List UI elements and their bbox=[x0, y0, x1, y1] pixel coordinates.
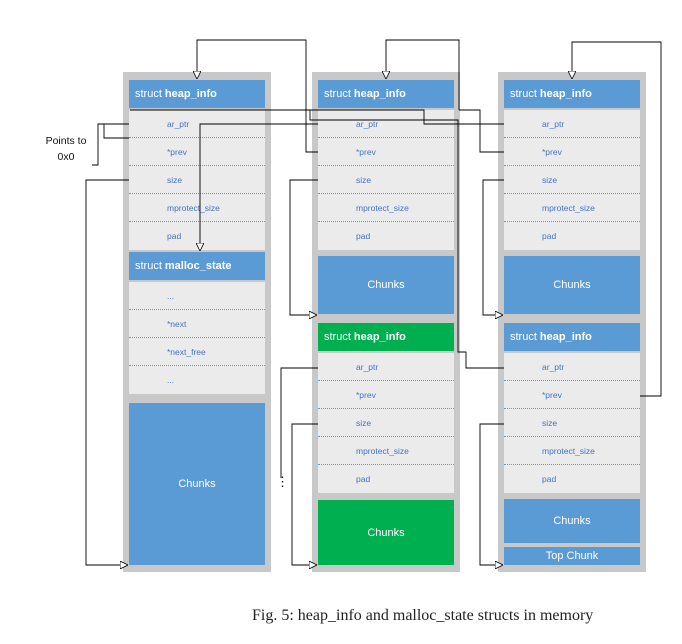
field-next: *next bbox=[129, 310, 265, 338]
field-mprotect-size: mprotect_size bbox=[318, 437, 454, 465]
chunks-block: Chunks bbox=[504, 499, 640, 543]
field-ar-ptr: ar_ptr bbox=[504, 110, 640, 138]
field-pad: pad bbox=[504, 465, 640, 493]
field-pad: pad bbox=[318, 465, 454, 493]
field-prev: *prev bbox=[504, 381, 640, 409]
field-ar-ptr: ar_ptr bbox=[318, 353, 454, 381]
field-pad: pad bbox=[129, 222, 265, 250]
field-size: size bbox=[129, 166, 265, 194]
chunks-block-green: Chunks bbox=[318, 500, 454, 565]
figure-caption: Fig. 5: heap_info and malloc_state struc… bbox=[252, 607, 594, 624]
field-mprotect-size: mprotect_size bbox=[504, 194, 640, 222]
field-size: size bbox=[504, 409, 640, 437]
field-prev: *prev bbox=[318, 381, 454, 409]
chunks-block: Chunks bbox=[129, 403, 265, 565]
chunks-block: Chunks bbox=[318, 256, 454, 314]
field-mprotect-size: mprotect_size bbox=[504, 437, 640, 465]
field-mprotect-size: mprotect_size bbox=[318, 194, 454, 222]
field-prev: *prev bbox=[504, 138, 640, 166]
top-chunk-block: Top Chunk bbox=[504, 547, 640, 565]
field-mprotect-size: mprotect_size bbox=[129, 194, 265, 222]
field-ellipsis-top: ... bbox=[129, 282, 265, 310]
field-ar-ptr: ar_ptr bbox=[318, 110, 454, 138]
field-next-free: *next_free bbox=[129, 338, 265, 366]
field-size: size bbox=[318, 166, 454, 194]
field-pad: pad bbox=[504, 222, 640, 250]
field-prev: *prev bbox=[129, 138, 265, 166]
vertical-ellipsis: ⋮ bbox=[276, 474, 289, 489]
field-size: size bbox=[318, 409, 454, 437]
field-ellipsis-bottom: ... bbox=[129, 366, 265, 394]
field-pad: pad bbox=[318, 222, 454, 250]
chunks-block: Chunks bbox=[504, 256, 640, 314]
field-size: size bbox=[504, 166, 640, 194]
field-ar-ptr: ar_ptr bbox=[504, 353, 640, 381]
field-prev: *prev bbox=[318, 138, 454, 166]
